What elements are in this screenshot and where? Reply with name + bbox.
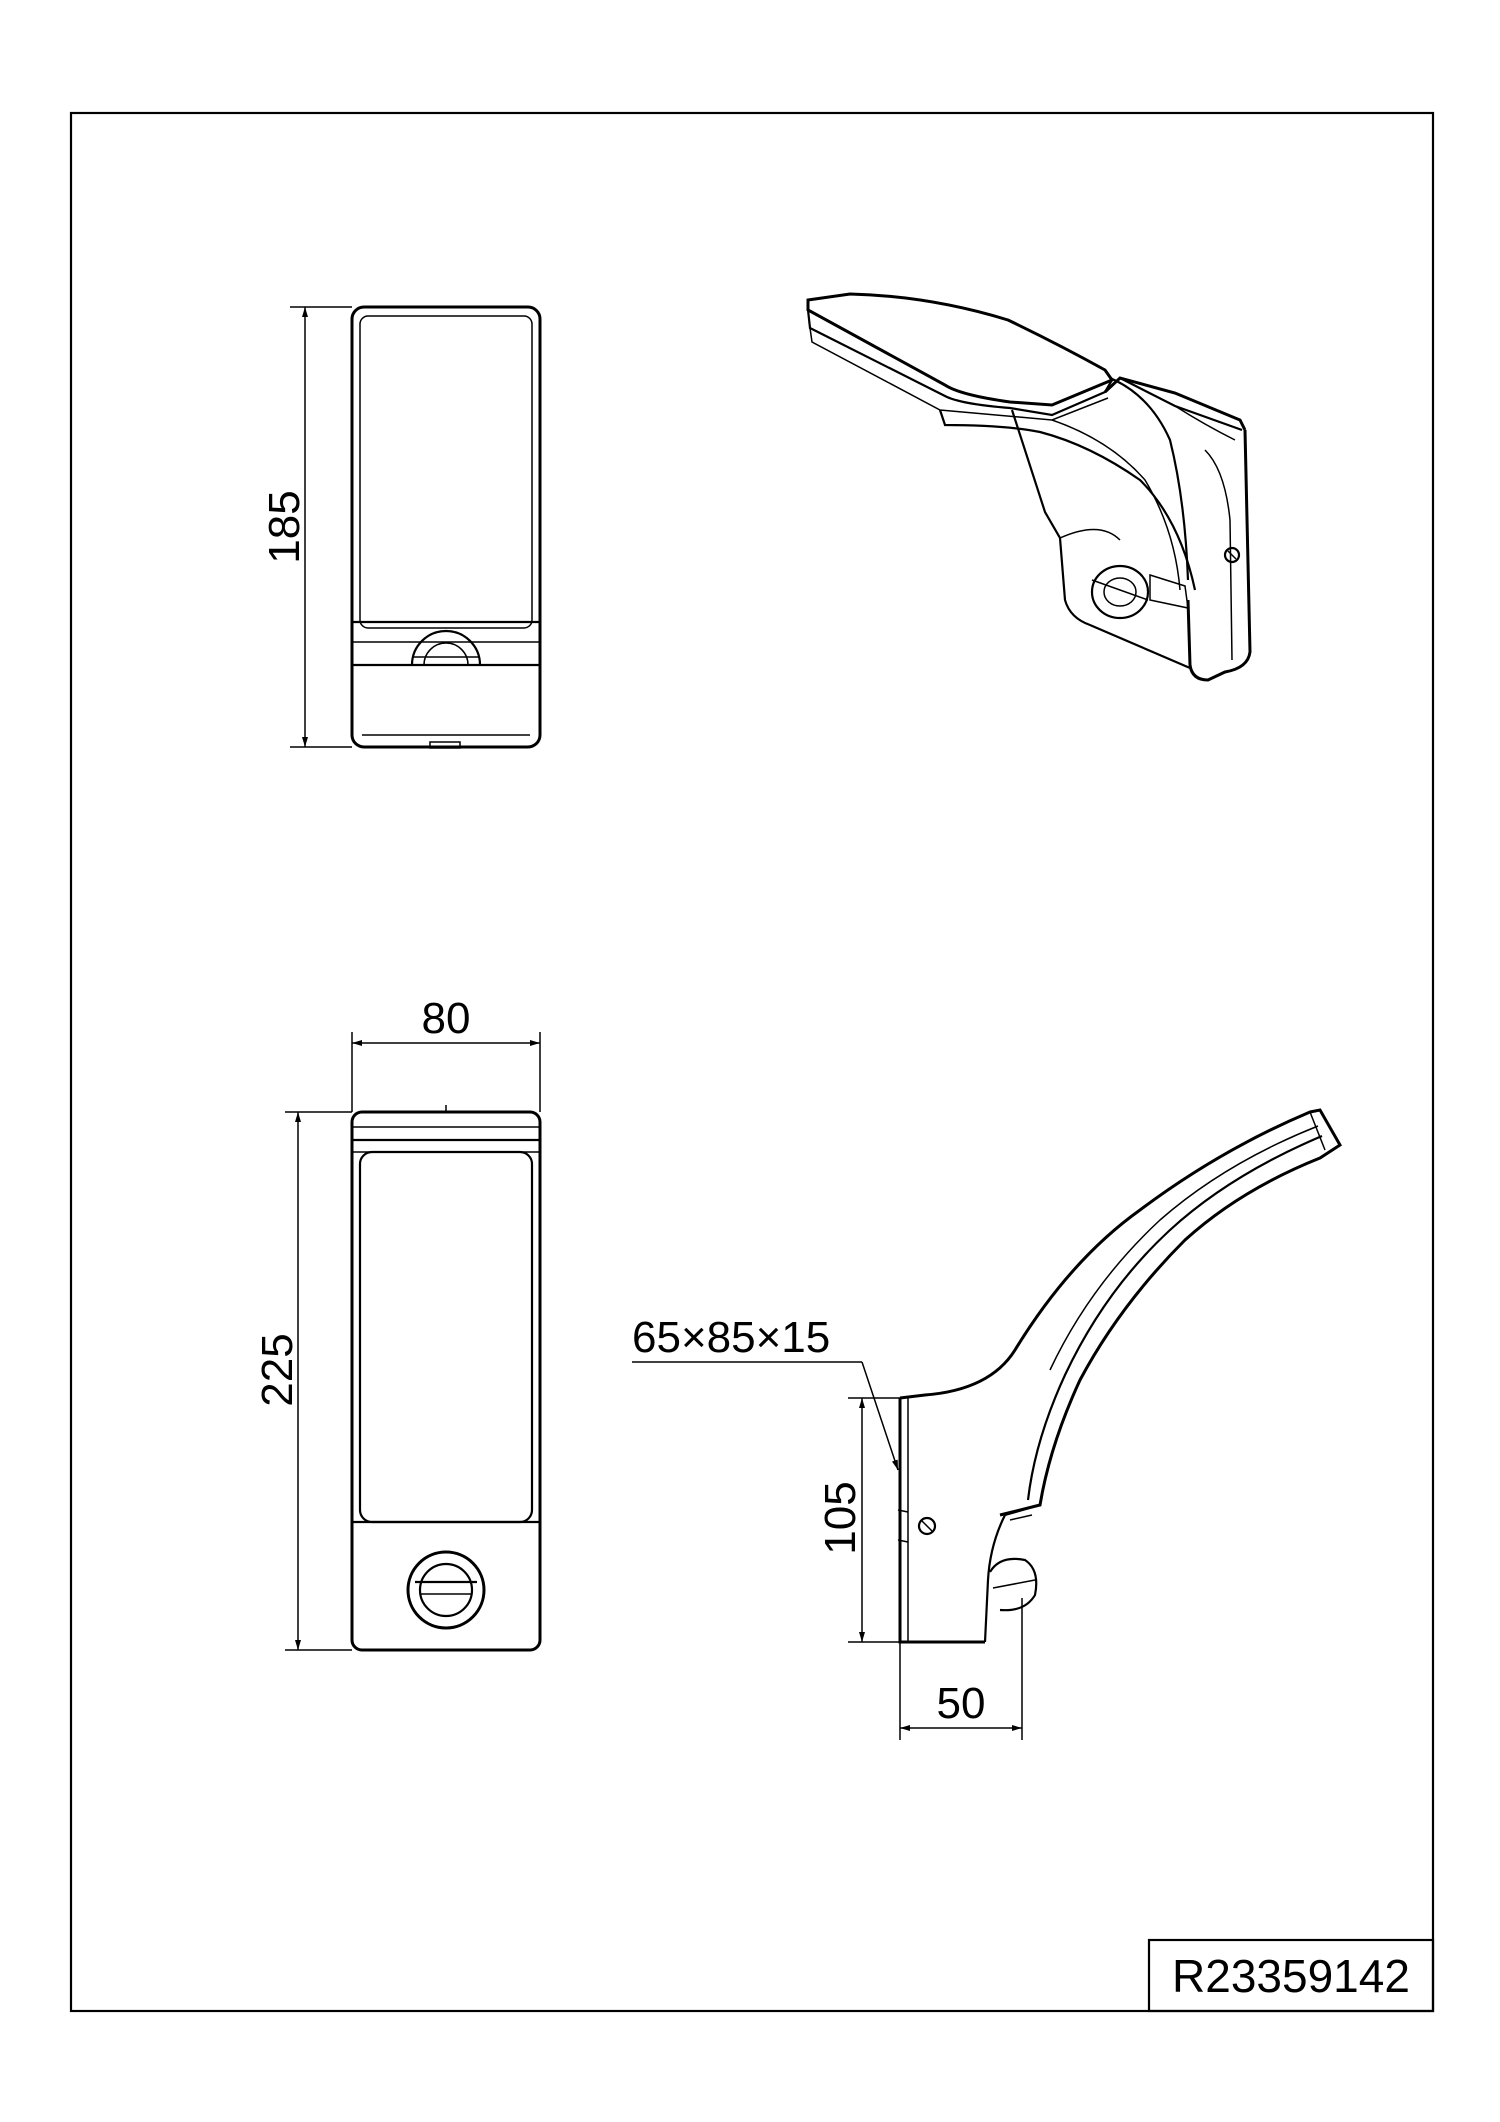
side-view [897,1108,1343,1644]
dim-50: 50 [899,1598,1023,1740]
dim-105: 105 [816,1397,900,1643]
drawing-code: R23359142 [1172,1950,1410,2002]
dim-225: 225 [253,1111,352,1651]
title-block: R23359142 [1147,1938,1435,2013]
dim-185-label: 185 [260,490,309,563]
top-view [350,305,542,749]
dim-backplate-label: 65×85×15 [632,1313,830,1362]
perspective-view [806,292,1252,682]
dim-105-label: 105 [816,1481,865,1554]
sheet-border [69,111,1435,2013]
dim-80: 80 [351,994,541,1112]
dim-backplate: 65×85×15 [632,1313,899,1471]
dim-50-label: 50 [937,1679,986,1728]
dim-225-label: 225 [253,1333,302,1406]
dim-185: 185 [260,306,352,748]
front-view [350,1105,542,1652]
dim-80-label: 80 [422,994,471,1043]
